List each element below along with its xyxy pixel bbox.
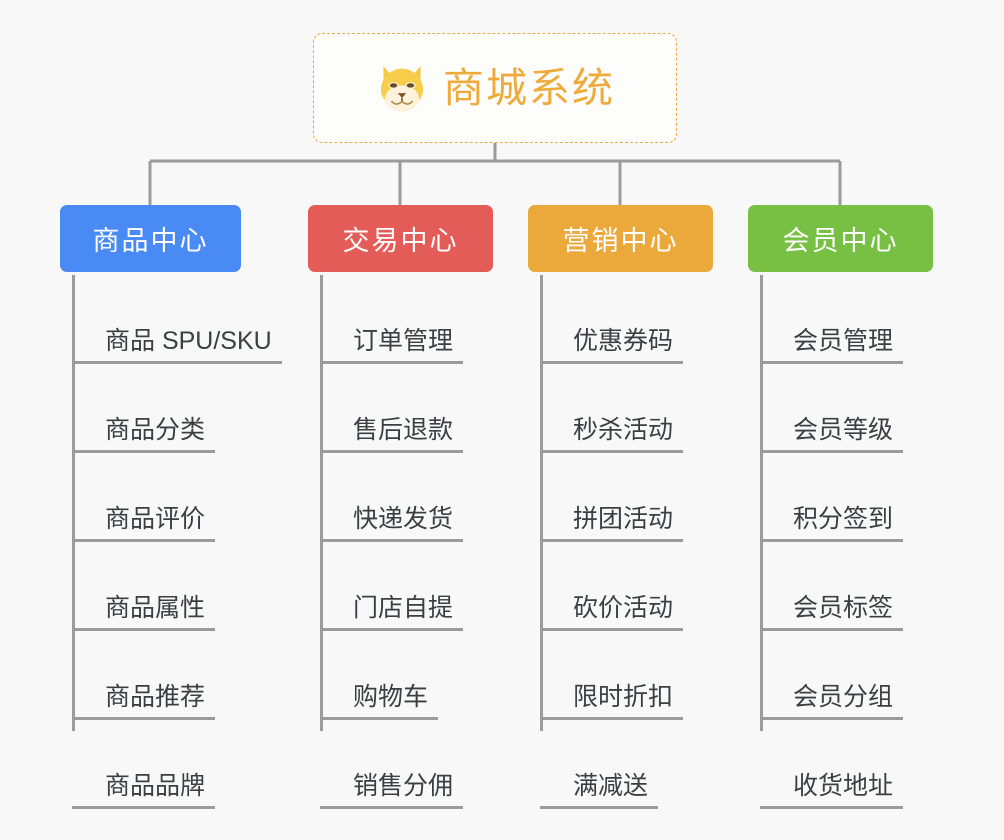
- leaf-label: 会员等级: [759, 417, 904, 454]
- leaf-label: 满减送: [539, 773, 659, 810]
- leaf-label: 优惠券码: [539, 328, 684, 365]
- leaf-label: 商品分类: [71, 417, 216, 454]
- list-item[interactable]: 会员等级: [759, 364, 904, 454]
- list-item[interactable]: 会员分组: [759, 631, 904, 721]
- leaf-label: 售后退款: [319, 417, 464, 454]
- leaf-label: 商品 SPU/SKU: [72, 328, 282, 365]
- leaf-label: 会员分组: [759, 684, 904, 721]
- list-item[interactable]: 砍价活动: [539, 542, 684, 632]
- leaf-list-3: 优惠券码 秒杀活动 拼团活动 砍价活动 限时折扣 满减送: [539, 275, 684, 810]
- branch-header-2[interactable]: 交易中心: [308, 205, 493, 272]
- shiba-dog-emoji: [380, 66, 424, 112]
- list-item[interactable]: 购物车: [319, 631, 463, 721]
- leaf-list-2: 订单管理 售后退款 快递发货 门店自提 购物车 销售分佣: [319, 275, 464, 810]
- leaf-label: 商品品牌: [71, 773, 216, 810]
- branch-spine-4: [760, 275, 763, 731]
- list-item[interactable]: 满减送: [539, 720, 683, 810]
- list-item[interactable]: 商品分类: [71, 364, 282, 454]
- root-node[interactable]: 商城系统: [313, 33, 677, 143]
- leaf-label: 会员标签: [759, 595, 904, 632]
- branch-spine-3: [540, 275, 543, 731]
- leaf-label: 购物车: [319, 684, 439, 721]
- branch-header-1[interactable]: 商品中心: [60, 205, 241, 272]
- list-item[interactable]: 商品推荐: [71, 631, 282, 721]
- list-item[interactable]: 商品评价: [71, 453, 282, 543]
- leaf-label: 收货地址: [759, 773, 904, 810]
- list-item[interactable]: 订单管理: [319, 275, 464, 365]
- leaf-label: 积分签到: [759, 506, 904, 543]
- leaf-label: 会员管理: [759, 328, 904, 365]
- list-item[interactable]: 门店自提: [319, 542, 464, 632]
- leaf-label: 快递发货: [319, 506, 464, 543]
- list-item[interactable]: 售后退款: [319, 364, 464, 454]
- list-item[interactable]: 收货地址: [759, 720, 904, 810]
- branch-spine-1: [72, 275, 75, 731]
- list-item[interactable]: 销售分佣: [319, 720, 464, 810]
- leaf-label: 商品推荐: [71, 684, 216, 721]
- leaf-label: 订单管理: [319, 328, 464, 365]
- list-item[interactable]: 积分签到: [759, 453, 904, 543]
- list-item[interactable]: 优惠券码: [539, 275, 684, 365]
- leaf-label: 商品属性: [71, 595, 216, 632]
- branch-spine-2: [320, 275, 323, 731]
- list-item[interactable]: 会员管理: [759, 275, 904, 365]
- branch-header-3[interactable]: 营销中心: [528, 205, 713, 272]
- leaf-label: 拼团活动: [539, 506, 684, 543]
- leaf-label: 砍价活动: [539, 595, 684, 632]
- list-item[interactable]: 商品品牌: [71, 720, 282, 810]
- list-item[interactable]: 秒杀活动: [539, 364, 684, 454]
- branch-header-4[interactable]: 会员中心: [748, 205, 933, 272]
- list-item[interactable]: 商品属性: [71, 542, 282, 632]
- list-item[interactable]: 快递发货: [319, 453, 464, 543]
- leaf-label: 秒杀活动: [539, 417, 684, 454]
- list-item[interactable]: 限时折扣: [539, 631, 684, 721]
- leaf-label: 商品评价: [71, 506, 216, 543]
- list-item[interactable]: 会员标签: [759, 542, 904, 632]
- list-item[interactable]: 拼团活动: [539, 453, 684, 543]
- list-item[interactable]: 商品 SPU/SKU: [72, 275, 282, 365]
- root-title: 商城系统: [443, 64, 615, 111]
- leaf-label: 销售分佣: [319, 773, 464, 810]
- leaf-list-4: 会员管理 会员等级 积分签到 会员标签 会员分组 收货地址: [759, 275, 904, 810]
- leaf-list-1: 商品 SPU/SKU 商品分类 商品评价 商品属性 商品推荐 商品品牌: [71, 275, 282, 810]
- leaf-label: 限时折扣: [539, 684, 684, 721]
- leaf-label: 门店自提: [319, 595, 464, 632]
